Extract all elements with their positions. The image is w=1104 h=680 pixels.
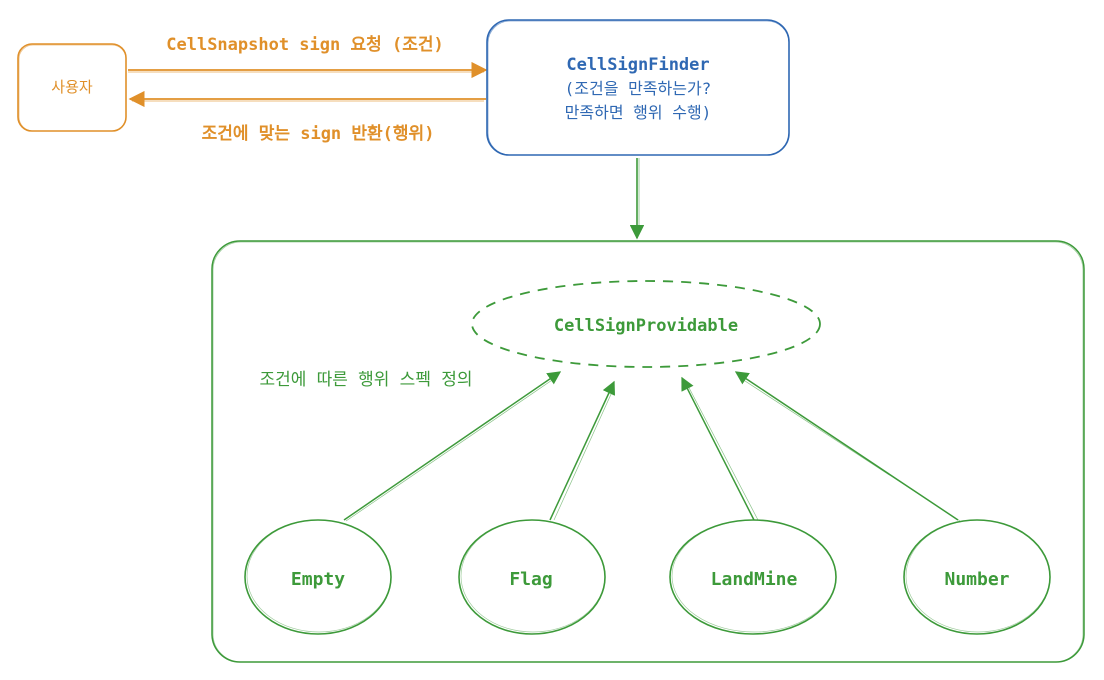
response-edge: 조건에 맞는 sign 반환(행위) — [128, 90, 486, 144]
implementation-edges — [343, 371, 961, 522]
child-node-number[interactable]: Number — [903, 519, 1051, 635]
child-node-landmine[interactable]: LandMine — [669, 519, 837, 635]
edge-landmine — [681, 376, 755, 521]
request-label: CellSnapshot sign 요청 (조건) — [166, 34, 444, 55]
container-note: 조건에 따른 행위 스펙 정의 — [260, 370, 473, 390]
child-label-flag: Flag — [509, 569, 552, 590]
child-label-landmine: LandMine — [711, 569, 798, 590]
spec-container: 조건에 따른 행위 스펙 정의 — [211, 240, 1085, 663]
request-edge: CellSnapshot sign 요청 (조건) — [128, 34, 488, 79]
child-node-empty[interactable]: Empty — [244, 519, 392, 635]
edge-flag — [549, 380, 616, 521]
finder-node[interactable]: CellSignFinder (조건을 만족하는가? 만족하면 행위 수행) — [486, 19, 790, 156]
provider-node[interactable]: CellSignProvidable — [471, 280, 821, 368]
finder-action: 만족하면 행위 수행) — [565, 103, 712, 122]
response-label: 조건에 맞는 sign 반환(행위) — [202, 124, 435, 144]
user-label: 사용자 — [51, 78, 93, 96]
finder-condition: (조건을 만족하는가? — [565, 79, 712, 98]
child-label-number: Number — [944, 569, 1009, 590]
finder-to-container-edge — [629, 158, 645, 240]
child-node-flag[interactable]: Flag — [458, 519, 606, 635]
child-label-empty: Empty — [291, 569, 345, 590]
finder-title: CellSignFinder — [566, 55, 709, 75]
provider-label: CellSignProvidable — [554, 316, 738, 336]
edge-empty — [343, 371, 562, 521]
user-node[interactable]: 사용자 — [17, 43, 127, 132]
